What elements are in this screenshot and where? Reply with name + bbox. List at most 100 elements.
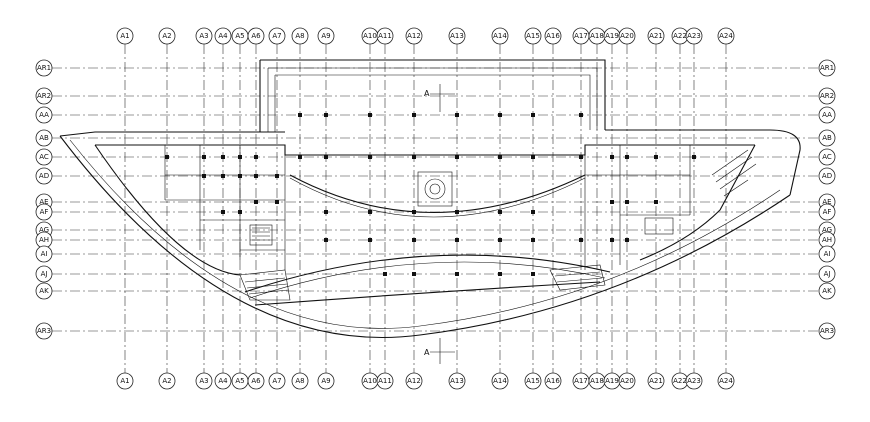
- grid-bubble-a24-top: A24: [717, 27, 735, 45]
- grid-bubble-a14-bottom: A14: [491, 372, 509, 390]
- grid-bubble-a18-bottom: A18: [588, 372, 606, 390]
- grid-bubble-a17-bottom: A17: [572, 372, 590, 390]
- column-marker: [692, 155, 696, 159]
- grid-bubble-label: A3: [199, 377, 208, 385]
- grid-bubble-label: A23: [687, 377, 701, 385]
- grid-bubble-label: A20: [620, 32, 634, 40]
- grid-bubble-a7-top: A7: [268, 27, 286, 45]
- grid-bubble-label: A10: [363, 32, 377, 40]
- column-marker: [165, 155, 169, 159]
- grid-bubble-label: AD: [822, 172, 832, 180]
- column-marker: [221, 174, 225, 178]
- grid-bubble-aa-left: AA: [35, 106, 53, 124]
- section-mark-bottom-label: A: [424, 348, 430, 357]
- grid-bubble-label: A3: [199, 32, 208, 40]
- column-marker: [498, 113, 502, 117]
- column-marker: [368, 113, 372, 117]
- grid-bubble-label: AR1: [37, 64, 51, 72]
- column-marker: [238, 174, 242, 178]
- grid-bubble-label: AE: [822, 198, 831, 206]
- grid-bubble-label: AI: [41, 250, 48, 258]
- column-marker: [324, 210, 328, 214]
- grid-bubble-label: AA: [822, 111, 832, 119]
- grid-bubble-a4-top: A4: [214, 27, 232, 45]
- grid-bubble-a8-top: A8: [291, 27, 309, 45]
- grid-bubble-af-right: AF: [818, 203, 836, 221]
- grid-bubble-ak-left: AK: [35, 282, 53, 300]
- column-marker: [498, 210, 502, 214]
- grid-bubble-a20-top: A20: [618, 27, 636, 45]
- grid-bubble-a6-bottom: A6: [247, 372, 265, 390]
- grid-bubble-label: A4: [218, 377, 228, 385]
- grid-bubble-label: A19: [605, 32, 619, 40]
- grid-bubble-label: A22: [673, 377, 687, 385]
- column-marker: [324, 238, 328, 242]
- grid-bubble-a24-bottom: A24: [717, 372, 735, 390]
- grid-bubble-ai-right: AI: [818, 245, 836, 263]
- grid-bubble-a10-top: A10: [361, 27, 379, 45]
- grid-bubble-label: AR2: [820, 92, 834, 100]
- column-marker: [412, 210, 416, 214]
- structural-columns: [165, 113, 696, 276]
- grid-bubble-a23-bottom: A23: [685, 372, 703, 390]
- grid-bubble-a9-top: A9: [317, 27, 335, 45]
- grid-bubble-a1-bottom: A1: [116, 372, 134, 390]
- grid-bubble-label: A21: [649, 377, 663, 385]
- grid-bubble-a18-top: A18: [588, 27, 606, 45]
- grid-bubble-label: A17: [574, 32, 588, 40]
- grid-bubble-a4-bottom: A4: [214, 372, 232, 390]
- column-marker: [383, 272, 387, 276]
- grid-bubble-a2-bottom: A2: [158, 372, 176, 390]
- column-marker: [610, 238, 614, 242]
- grid-bubble-label: A9: [321, 377, 330, 385]
- grid-bubble-label: AJ: [41, 270, 48, 278]
- grid-bubble-label: AR3: [37, 327, 51, 335]
- grid-bubble-label: AK: [822, 287, 832, 295]
- section-mark-top-label: A: [424, 89, 430, 98]
- column-marker: [254, 155, 258, 159]
- grid-bubble-label: A22: [673, 32, 687, 40]
- grid-bubble-a23-top: A23: [685, 27, 703, 45]
- section-mark-top: A: [424, 84, 455, 112]
- column-marker: [531, 155, 535, 159]
- grid-bubble-label: A9: [321, 32, 330, 40]
- column-marker: [368, 155, 372, 159]
- grid-bubble-label: A1: [120, 32, 129, 40]
- grid-bubble-aj-left: AJ: [35, 265, 53, 283]
- column-marker: [610, 155, 614, 159]
- column-marker: [238, 155, 242, 159]
- column-marker: [498, 238, 502, 242]
- grid-bubble-ad-left: AD: [35, 167, 53, 185]
- grid-bubble-ad-right: AD: [818, 167, 836, 185]
- grid-bubble-label: A18: [590, 377, 604, 385]
- grid-bubble-a21-top: A21: [647, 27, 665, 45]
- column-marker: [579, 113, 583, 117]
- grid-bubble-label: A19: [605, 377, 619, 385]
- grid-bubble-a15-top: A15: [524, 27, 542, 45]
- grid-bubble-ab-left: AB: [35, 129, 53, 147]
- grid-bubble-label: A12: [407, 32, 421, 40]
- grid-bubble-a20-bottom: A20: [618, 372, 636, 390]
- column-marker: [298, 155, 302, 159]
- grid-bubble-label: AG: [822, 226, 832, 234]
- grid-bubble-ar2-right: AR2: [818, 87, 836, 105]
- column-marker: [531, 238, 535, 242]
- grid-bubble-label: A12: [407, 377, 421, 385]
- grid-bubble-a11-top: A11: [376, 27, 394, 45]
- grid-bubble-a7-bottom: A7: [268, 372, 286, 390]
- grid-bubble-a13-top: A13: [448, 27, 466, 45]
- grid-bubble-a1-top: A1: [116, 27, 134, 45]
- grid-bubble-label: AH: [39, 236, 49, 244]
- grid-bubble-label: AG: [39, 226, 49, 234]
- section-mark-bottom: A: [424, 338, 455, 364]
- column-marker: [275, 200, 279, 204]
- grid-bubble-label: A2: [162, 32, 171, 40]
- column-marker: [238, 210, 242, 214]
- grid-bubble-label: A6: [251, 377, 261, 385]
- grid-bubble-label: A15: [526, 377, 540, 385]
- column-marker: [625, 238, 629, 242]
- grid-bubble-label: A6: [251, 32, 261, 40]
